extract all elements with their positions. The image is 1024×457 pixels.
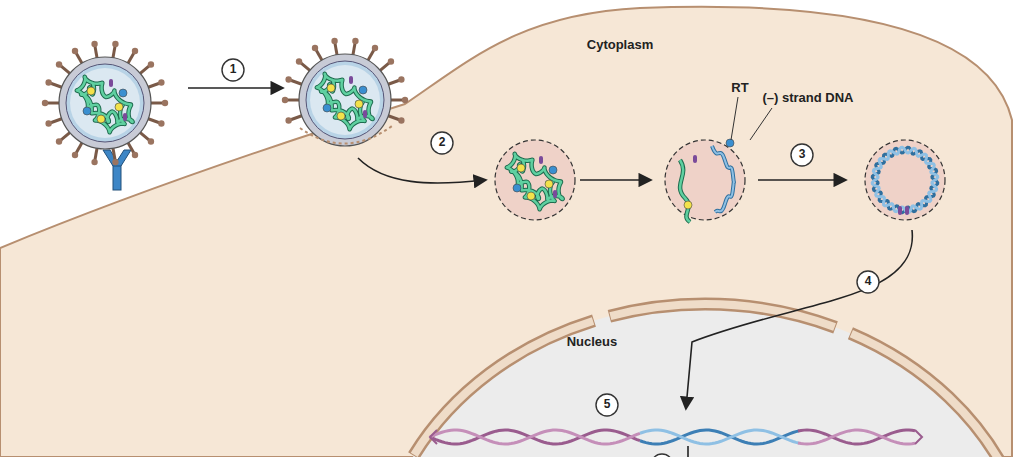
step-arrow — [188, 87, 282, 89]
callout-number: 3 — [799, 148, 806, 161]
step-arrow — [358, 158, 485, 183]
nucleus-interior — [375, 304, 1024, 457]
receptor — [103, 150, 131, 190]
host-dna — [430, 430, 922, 444]
callout-circle — [222, 59, 244, 81]
step-arrow — [687, 446, 689, 457]
callout-circle — [596, 394, 618, 416]
fusing-virus — [282, 38, 408, 146]
callout-circle — [651, 454, 673, 457]
leader-line — [731, 97, 738, 140]
leader-line — [750, 108, 772, 140]
reverse-transcription-core — [665, 139, 745, 222]
nuclear-envelope — [375, 304, 1024, 457]
enzyme-label: RT — [731, 81, 748, 95]
viral-core — [495, 140, 575, 220]
virus-particle — [42, 41, 168, 166]
region-label: Nucleus — [567, 335, 618, 349]
step-arrow — [758, 179, 845, 181]
callout-number: 5 — [604, 398, 611, 411]
region-label: Cytoplasm — [587, 38, 653, 52]
step-arrow — [686, 230, 912, 408]
strand-label: (–) strand DNA — [762, 91, 853, 105]
callout-circle — [857, 271, 879, 293]
callout-number: 1 — [230, 63, 237, 76]
callout-circle — [791, 144, 813, 166]
preintegration-complex — [865, 140, 945, 220]
nuclear-envelope-lumen — [375, 304, 1024, 457]
callout-number: 4 — [865, 275, 872, 288]
callout-number: 2 — [439, 136, 446, 149]
step-arrow — [580, 179, 650, 181]
callout-circle — [431, 132, 453, 154]
